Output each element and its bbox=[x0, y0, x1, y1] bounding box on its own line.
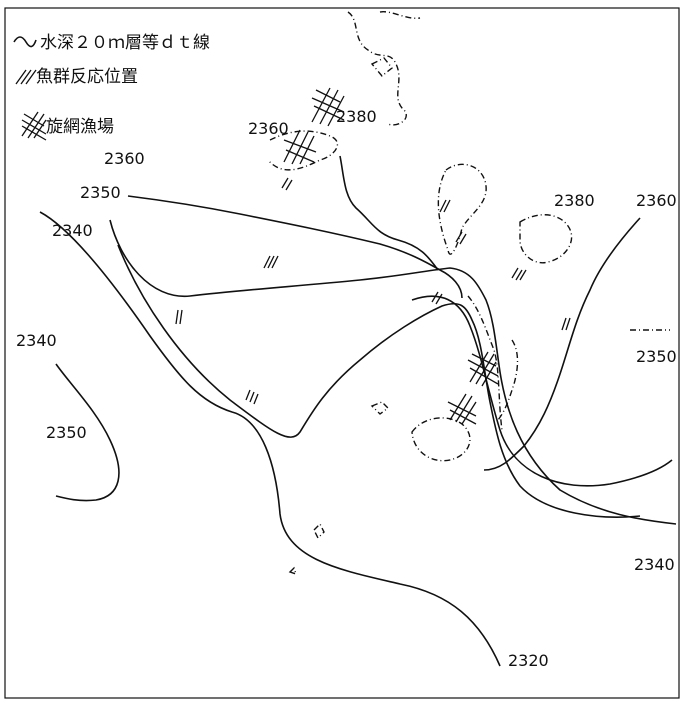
isoline-label: 2320 bbox=[508, 651, 549, 670]
isoline-labels: 2360 2380 2360 2350 2340 2380 2360 2340 … bbox=[16, 107, 677, 670]
isoline-2360-north bbox=[339, 155, 439, 271]
legend-fish-reaction-label: 魚群反応位置 bbox=[36, 67, 138, 87]
coastlines bbox=[267, 11, 670, 576]
fish-reaction-legend-icon bbox=[15, 69, 37, 85]
isoline-label: 2360 bbox=[248, 119, 289, 138]
isoline-label: 2360 bbox=[104, 149, 145, 168]
island-north-west bbox=[267, 130, 339, 171]
islet-b bbox=[370, 401, 390, 415]
fish-reaction-mark bbox=[245, 389, 259, 405]
fishing-ground-north bbox=[311, 87, 345, 127]
fish-reaction-mark bbox=[431, 291, 443, 305]
isoline-2360-east bbox=[483, 217, 641, 471]
fish-reaction-mark bbox=[455, 231, 467, 245]
fish-reaction-mark bbox=[561, 317, 571, 331]
fish-reaction-marks bbox=[175, 177, 571, 405]
coastline-top bbox=[379, 11, 421, 19]
fish-reaction-mark bbox=[281, 177, 293, 191]
island-south bbox=[411, 417, 471, 462]
fishing-ground-south bbox=[447, 393, 477, 425]
fishing-ground-north-2 bbox=[283, 129, 317, 165]
legend-fishing-ground-label: 旋網漁場 bbox=[46, 117, 114, 137]
isoline-label: 2350 bbox=[80, 183, 121, 202]
isoline-label: 2380 bbox=[336, 107, 377, 126]
legend-isotherm-label: 水深２０ｍ層等ｄｔ線 bbox=[40, 33, 210, 53]
isolines bbox=[39, 155, 677, 667]
island-east bbox=[519, 214, 573, 264]
contour-line-legend-icon bbox=[13, 36, 37, 48]
isoline-2350-east bbox=[411, 295, 673, 487]
isoline-label: 2360 bbox=[636, 191, 677, 210]
isoline-label: 2350 bbox=[46, 423, 87, 442]
peninsula-north bbox=[437, 163, 487, 255]
coastline-north bbox=[347, 11, 407, 126]
isoline-label: 2350 bbox=[636, 347, 677, 366]
legend: 水深２０ｍ層等ｄｔ線 魚群反応位置 旋網漁場 bbox=[13, 33, 210, 141]
fish-reaction-mark bbox=[439, 199, 451, 213]
fish-reaction-mark bbox=[263, 255, 279, 269]
fishing-ground-legend-icon bbox=[21, 111, 47, 141]
isoline-label: 2340 bbox=[634, 555, 675, 574]
coastline-center bbox=[467, 295, 503, 431]
isoline-2320 bbox=[39, 211, 501, 667]
map-border bbox=[4, 7, 680, 699]
islet-d bbox=[288, 566, 298, 576]
isoline-label: 2340 bbox=[52, 221, 93, 240]
fishing-grounds bbox=[283, 87, 499, 425]
isoline-2350-west bbox=[55, 363, 120, 502]
fish-reaction-mark bbox=[175, 309, 183, 325]
isoline-2350 bbox=[127, 195, 463, 299]
islet-a bbox=[370, 57, 393, 77]
isoline-label: 2340 bbox=[16, 331, 57, 350]
isoline-label: 2380 bbox=[554, 191, 595, 210]
fishing-ground-center bbox=[467, 351, 499, 387]
isoline-2340-middle bbox=[117, 244, 641, 518]
isoline-2340-north bbox=[109, 219, 677, 525]
islet-c bbox=[313, 522, 325, 540]
fish-reaction-mark bbox=[511, 267, 527, 281]
